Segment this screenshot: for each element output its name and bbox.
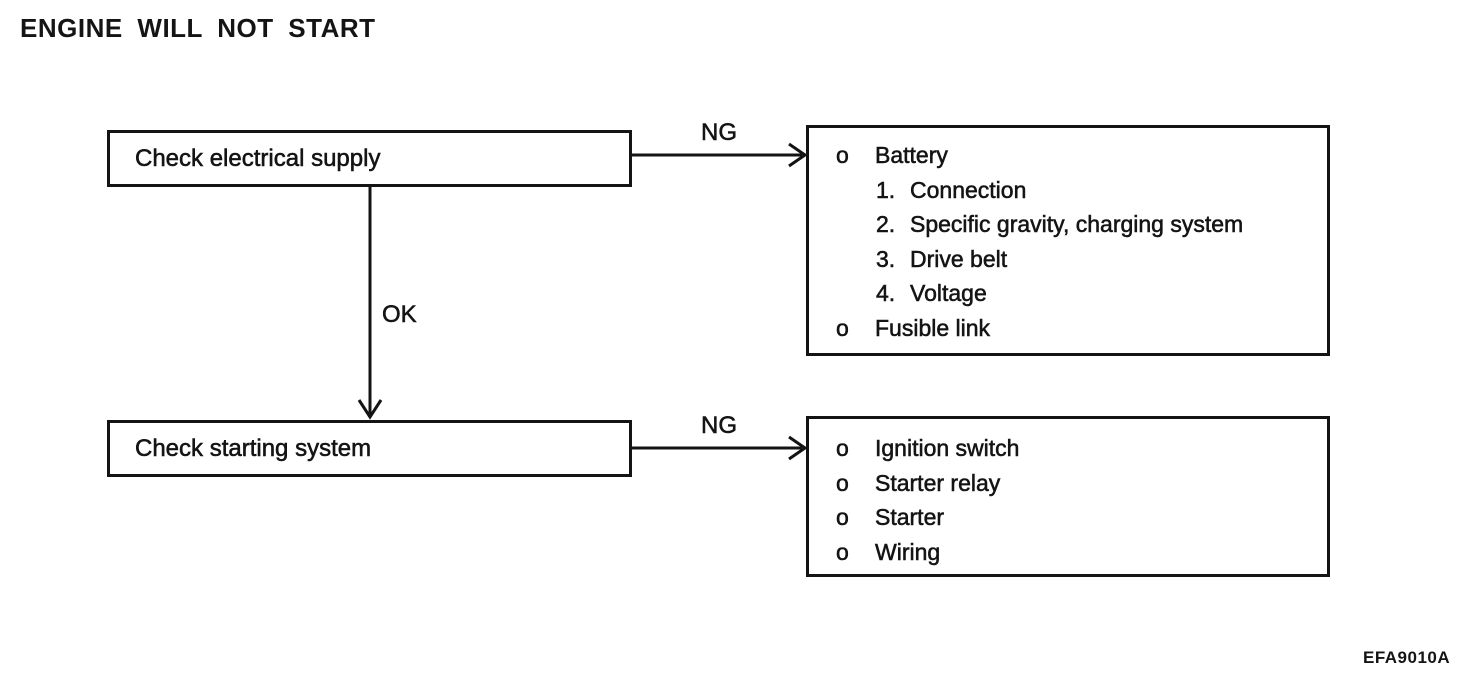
item-number: 2. <box>876 211 896 238</box>
ok-label-step1: OK <box>382 301 417 329</box>
ng-label-step2: NG <box>701 412 738 440</box>
list-item: 4. Voltage <box>809 276 1327 311</box>
list-item: o Starter <box>809 500 1327 535</box>
result-box-starting-system: o Ignition switch o Starter relay o Star… <box>806 416 1330 577</box>
item-number: 4. <box>876 280 896 307</box>
list-item: o Ignition switch <box>809 431 1327 466</box>
page-title: ENGINE WILL NOT START <box>20 13 376 43</box>
item-bullet: o <box>836 538 849 565</box>
item-number: 1. <box>876 176 896 203</box>
item-bullet: o <box>836 469 849 496</box>
item-text: Drive belt <box>910 245 1008 272</box>
ng-label-step1: NG <box>701 119 738 147</box>
result-box-electrical-supply: o Battery 1. Connection 2. Specific grav… <box>806 125 1330 356</box>
step-label: Check electrical supply <box>135 144 381 172</box>
arrow-step1-to-step2 <box>357 187 383 420</box>
item-text: Ignition switch <box>875 435 1020 462</box>
list-item: o Battery <box>809 138 1327 173</box>
item-bullet: o <box>836 435 849 462</box>
figure-code: EFA9010A <box>1363 648 1451 667</box>
item-text: Battery <box>875 142 948 169</box>
list-item: o Wiring <box>809 535 1327 570</box>
step-box-check-starting-system: Check starting system <box>107 420 632 477</box>
list-item: o Starter relay <box>809 466 1327 501</box>
item-number: 3. <box>876 245 896 272</box>
list-item: 1. Connection <box>809 173 1327 208</box>
item-text: Fusible link <box>875 314 991 341</box>
step-label: Check starting system <box>135 434 372 462</box>
item-text: Wiring <box>875 538 941 565</box>
item-text: Specific gravity, charging system <box>910 211 1244 238</box>
item-text: Starter relay <box>875 469 1001 496</box>
item-text: Voltage <box>910 280 987 307</box>
item-bullet: o <box>836 314 849 341</box>
list-item: 2. Specific gravity, charging system <box>809 207 1327 242</box>
item-text: Starter <box>875 504 945 531</box>
item-text: Connection <box>910 176 1027 203</box>
step-box-check-electrical-supply: Check electrical supply <box>107 130 632 187</box>
arrow-step2-to-result2 <box>632 435 808 461</box>
list-item: o Fusible link <box>809 311 1327 346</box>
item-bullet: o <box>836 504 849 531</box>
list-item: 3. Drive belt <box>809 242 1327 277</box>
arrow-step1-to-result1 <box>632 142 808 168</box>
item-bullet: o <box>836 142 849 169</box>
